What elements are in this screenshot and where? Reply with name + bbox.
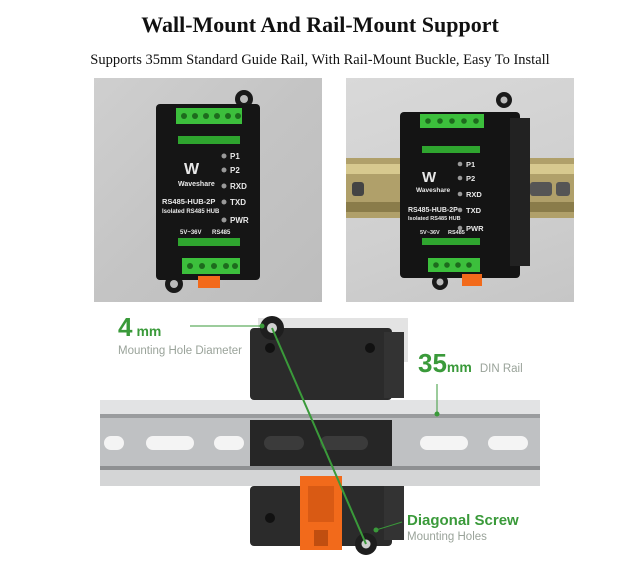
rail-unit: mm <box>446 359 472 375</box>
brand-logo: W <box>184 161 200 178</box>
din-rail-diagram <box>100 316 540 555</box>
led-label-pwr-right: PWR <box>466 224 484 233</box>
model-name-right: RS485-HUB-2P <box>408 207 458 214</box>
page-subtitle: Supports 35mm Standard Guide Rail, With … <box>90 52 550 68</box>
led-label-rxd-right: RXD <box>466 190 482 199</box>
led-label-p2-right: P2 <box>466 174 475 183</box>
wall-mount-device-illustration: W Waveshare P1 P2 RXD TXD PWR RS485-HUB-… <box>156 90 260 293</box>
led-label-txd-right: TXD <box>466 206 482 215</box>
power-label: 5V~36V <box>180 230 202 236</box>
page-title: Wall-Mount And Rail-Mount Support <box>141 12 499 37</box>
screw-title: Diagonal Screw <box>407 512 519 529</box>
led-label-txd: TXD <box>230 198 246 207</box>
model-subtitle-right: Isolated RS485 HUB <box>408 216 461 222</box>
brand-name-right: Waveshare <box>416 187 450 194</box>
model-subtitle: Isolated RS485 HUB <box>162 209 220 215</box>
screw-caption: Mounting Holes <box>407 531 487 543</box>
led-label-p1: P1 <box>230 152 240 161</box>
led-label-p1-right: P1 <box>466 160 475 169</box>
brand-name: Waveshare <box>178 181 215 188</box>
rail-value: 35 <box>418 348 447 378</box>
power-label-right: 5V~36V <box>420 230 440 236</box>
din-rail-callout: 35mm DIN Rail <box>418 348 523 379</box>
wall-mount-photo: W Waveshare P1 P2 RXD TXD PWR RS485-HUB-… <box>94 78 322 302</box>
bus-label-right: RS485 <box>448 230 465 236</box>
bus-label: RS485 <box>212 230 231 236</box>
svg-text:W: W <box>422 169 437 186</box>
rail-mount-photo: W Waveshare P1 P2 RXD TXD PWR RS485-HUB-… <box>346 78 574 302</box>
led-label-p2: P2 <box>230 166 240 175</box>
model-name: RS485-HUB-2P <box>162 197 215 206</box>
rail-mount-device-illustration: W Waveshare P1 P2 RXD TXD PWR RS485-HUB-… <box>346 92 574 290</box>
led-label-rxd: RXD <box>230 182 247 191</box>
hole-unit: mm <box>136 323 162 339</box>
hole-diameter-callout: 4 mm Mounting Hole Diameter <box>118 312 242 357</box>
diagonal-screw-callout: Diagonal Screw Mounting Holes <box>407 512 519 543</box>
hole-value: 4 <box>118 312 133 342</box>
hole-caption: Mounting Hole Diameter <box>118 345 243 357</box>
led-label-pwr: PWR <box>230 216 249 225</box>
rail-caption: DIN Rail <box>479 363 523 375</box>
